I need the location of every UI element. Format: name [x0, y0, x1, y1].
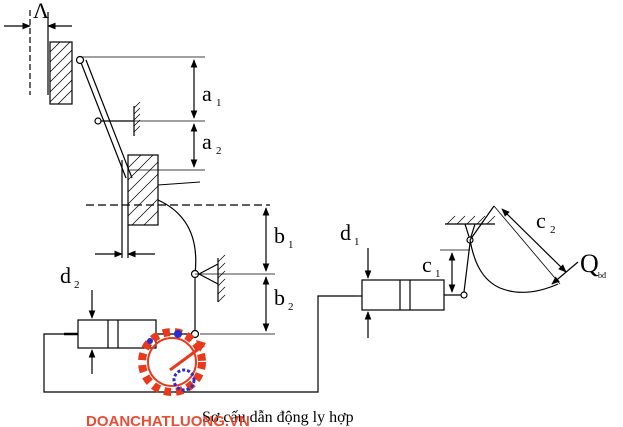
label-q: Q: [580, 249, 599, 278]
label-a1: a: [202, 81, 212, 106]
master-cylinder: [361, 279, 445, 311]
pedal-pivot: [75, 55, 85, 65]
label-b1: b: [274, 223, 285, 248]
label-d1-sub: 1: [354, 236, 360, 248]
label-c1-sub: 1: [435, 268, 441, 280]
release-block: [127, 154, 159, 226]
pedal-block-hatch: [49, 41, 73, 105]
pedal-lever-a: [79, 59, 127, 179]
dim-c2: [501, 208, 567, 273]
diagram-caption: Sơ cấu dẫn động ly hợp: [202, 409, 354, 426]
gear-inner-icon: [172, 368, 196, 392]
label-q-sub: bđ: [598, 271, 606, 280]
label-c2: c: [536, 208, 546, 233]
watermark-logo: [138, 328, 206, 396]
pedal-lever-b: [85, 59, 133, 179]
pedal-arm-upper: [469, 205, 495, 241]
label-a2-sub: 2: [216, 145, 222, 157]
label-b1-sub: 1: [288, 239, 294, 251]
watermark-text: DOANCHATLUONG.VN: [86, 413, 250, 427]
pedal-block: [49, 41, 73, 105]
release-fork: [157, 199, 197, 275]
gear-outer-icon: [138, 328, 206, 396]
pedal-force-arrow: [551, 261, 579, 285]
label-lambda: Λ: [33, 0, 49, 23]
label-a2: a: [202, 129, 212, 154]
label-d2: d: [60, 263, 71, 288]
release-block-hatch: [127, 154, 159, 226]
pedal-arm-curve: [469, 239, 559, 293]
label-c1: c: [422, 252, 432, 277]
dimension-labels: Λ a 1 a 2 b 1 b 2 d 1 d 2 c 1 c 2 Q bđ: [33, 0, 606, 313]
label-a1-sub: 1: [216, 97, 222, 109]
label-b2-sub: 2: [288, 301, 294, 313]
label-d2-sub: 2: [74, 279, 80, 291]
label-b2: b: [274, 285, 285, 310]
label-d1: d: [340, 220, 351, 245]
label-c2-sub: 2: [550, 224, 556, 236]
